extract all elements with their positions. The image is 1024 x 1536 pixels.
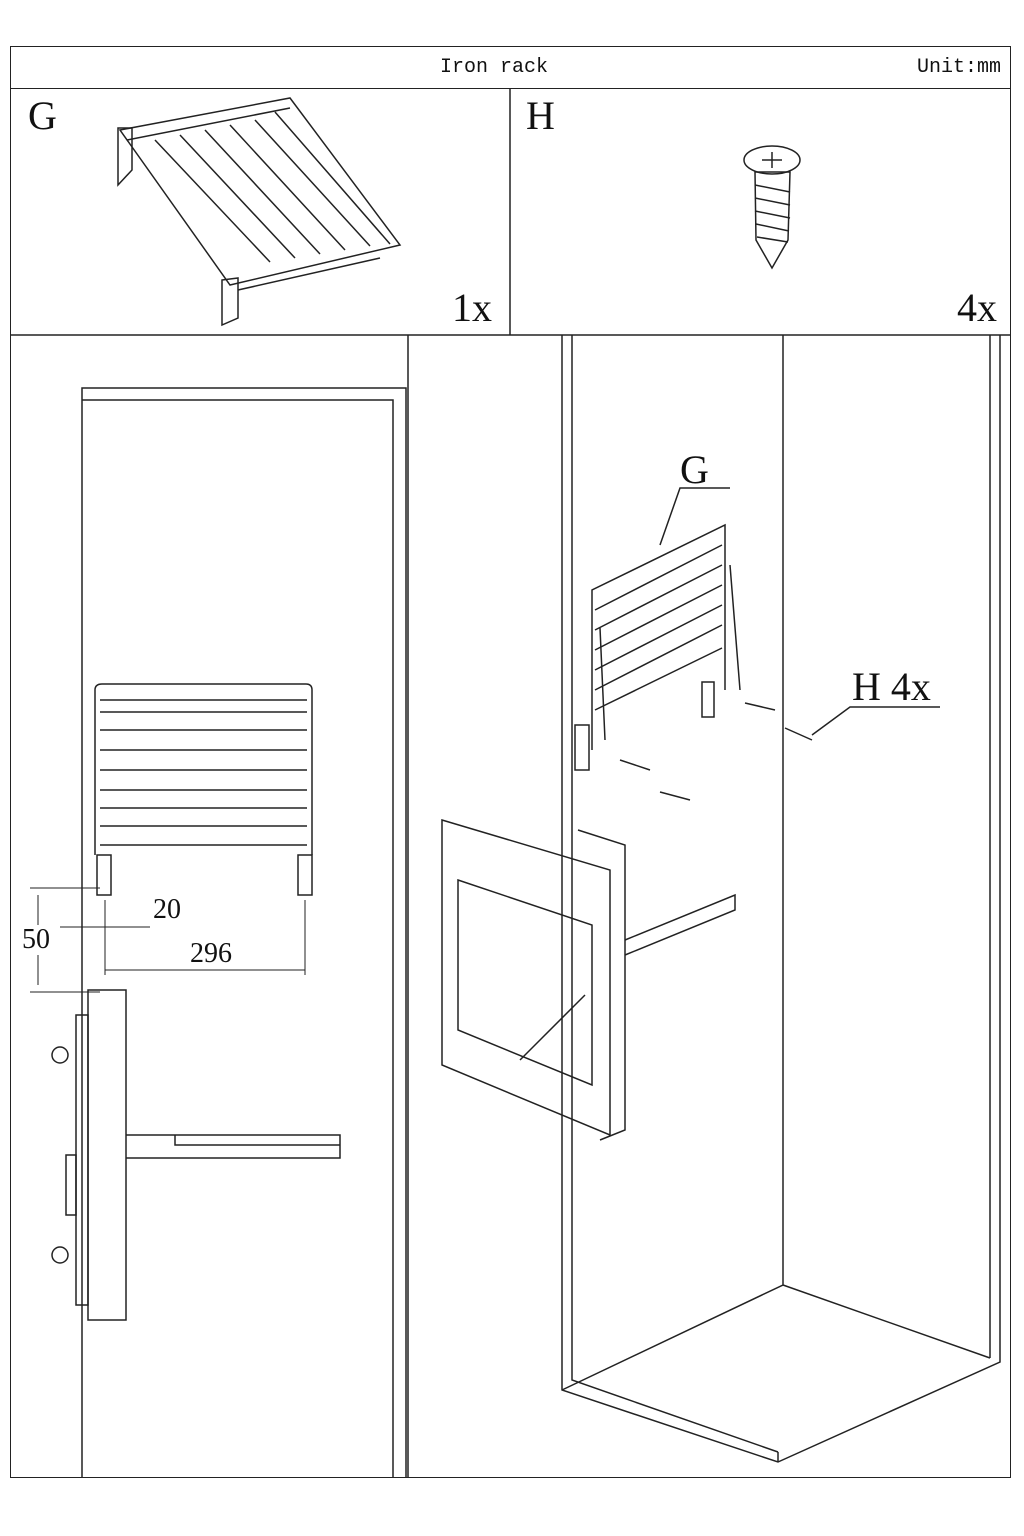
part-h-letter: H bbox=[526, 93, 555, 138]
callout-screws-label: H 4x bbox=[852, 664, 931, 709]
wall-panel bbox=[81, 387, 407, 1478]
mounting-frame-side bbox=[51, 989, 341, 1321]
title: Iron rack bbox=[440, 56, 549, 79]
rack-installed-folded bbox=[574, 523, 741, 771]
part-g-quantity: 1x bbox=[452, 285, 492, 330]
diagram-frame bbox=[10, 46, 1011, 1478]
cabinet-outline bbox=[561, 335, 1001, 1463]
dimension-offset: 20 bbox=[153, 894, 181, 925]
dimension-height: 50 bbox=[22, 924, 50, 955]
part-g-letter: G bbox=[28, 93, 57, 138]
mounting-frame-iso bbox=[441, 818, 736, 1141]
callout-rack-label: G bbox=[680, 447, 709, 492]
dimension-width: 296 bbox=[190, 938, 232, 969]
unit-label: Unit:mm bbox=[916, 56, 1001, 79]
header-bar: Iron rack Unit:mm bbox=[10, 46, 1011, 89]
part-h-quantity: 4x bbox=[957, 285, 997, 330]
dimension-lines bbox=[30, 887, 306, 993]
screws-callout bbox=[619, 487, 940, 801]
mounted-rack-front bbox=[94, 683, 313, 896]
rack-part-illustration bbox=[117, 97, 402, 327]
screw-part-illustration bbox=[743, 145, 801, 270]
